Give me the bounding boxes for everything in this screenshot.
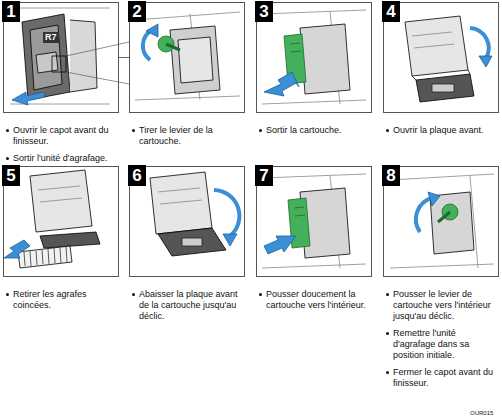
caption-column: Tirer le levier de la cartouche. <box>131 125 243 153</box>
bullet-dot <box>386 332 389 335</box>
bullet-dot <box>6 293 9 296</box>
step-panel: 4Ouvrir la plaque avant. <box>383 2 499 113</box>
panel-frame <box>3 2 119 113</box>
step-instruction: Fermer le capot avant du finisseur. <box>385 367 497 389</box>
zoom-connector <box>119 57 129 58</box>
caption-column: Pousser doucement la cartouche vers l'in… <box>258 289 370 317</box>
step-panel: 6Abaisser la plaque avant de la cartouch… <box>129 166 245 277</box>
step-instruction: Remettre l'unité d'agrafage dans sa posi… <box>385 328 497 361</box>
step-number: 6 <box>128 165 146 186</box>
caption-column: Ouvrir la plaque avant. <box>385 125 497 142</box>
step-number: 8 <box>382 165 400 186</box>
step-instruction: Pousser doucement la cartouche vers l'in… <box>258 289 370 311</box>
panel-frame <box>256 166 372 277</box>
bullet-dot <box>259 129 262 132</box>
step-number: 5 <box>2 165 20 186</box>
step-instruction: Sortir l'unité d'agrafage. <box>5 153 117 164</box>
step-instruction: Retirer les agrafes coincées. <box>5 289 117 311</box>
panel-frame <box>383 2 499 113</box>
step-instruction: Pousser le levier de cartouche vers l'in… <box>385 289 497 322</box>
panel-frame <box>256 2 372 113</box>
step-instruction: Ouvrir le capot avant du finisseur. <box>5 125 117 147</box>
caption-column: Pousser le levier de cartouche vers l'in… <box>385 289 497 395</box>
step-number: 4 <box>382 1 400 22</box>
bullet-dot <box>259 293 262 296</box>
caption-column: Abaisser la plaque avant de la cartouche… <box>131 289 243 328</box>
panel-frame <box>3 166 119 277</box>
step-panel: 7Pousser doucement la cartouche vers l'i… <box>256 166 372 277</box>
caption-column: Ouvrir le capot avant du finisseur. Sorti… <box>5 125 117 170</box>
figure-code: OUR015 <box>470 410 493 417</box>
step-instruction: Tirer le levier de la cartouche. <box>131 125 243 147</box>
bullet-dot <box>386 371 389 374</box>
step-panel: 1Ouvrir le capot avant du finisseur.Sort… <box>3 2 119 113</box>
step-number: 1 <box>2 1 20 22</box>
caption-column: Retirer les agrafes coincées. <box>5 289 117 317</box>
step-number: 3 <box>255 1 273 22</box>
bullet-dot <box>132 293 135 296</box>
panel-frame <box>383 166 499 277</box>
step-panel: 2Tirer le levier de la cartouche. <box>129 2 245 113</box>
step-instruction: Ouvrir la plaque avant. <box>385 125 497 136</box>
bullet-dot <box>6 129 9 132</box>
bullet-dot <box>6 157 9 160</box>
step-panel: 5Retirer les agrafes coincées. <box>3 166 119 277</box>
step-panel: 3Sortir la cartouche. <box>256 2 372 113</box>
step-instruction: Sortir la cartouche. <box>258 125 370 136</box>
caption-column: Sortir la cartouche. <box>258 125 370 142</box>
bullet-dot <box>386 129 389 132</box>
bullet-dot <box>386 293 389 296</box>
part-label: R7 <box>43 32 59 43</box>
step-number: 7 <box>255 165 273 186</box>
step-number: 2 <box>128 1 146 22</box>
panel-frame <box>129 166 245 277</box>
step-instruction: Abaisser la plaque avant de la cartouche… <box>131 289 243 322</box>
step-panel: 8Pousser le levier de cartouche vers l'i… <box>383 166 499 277</box>
panel-frame <box>129 2 245 113</box>
bullet-dot <box>132 129 135 132</box>
